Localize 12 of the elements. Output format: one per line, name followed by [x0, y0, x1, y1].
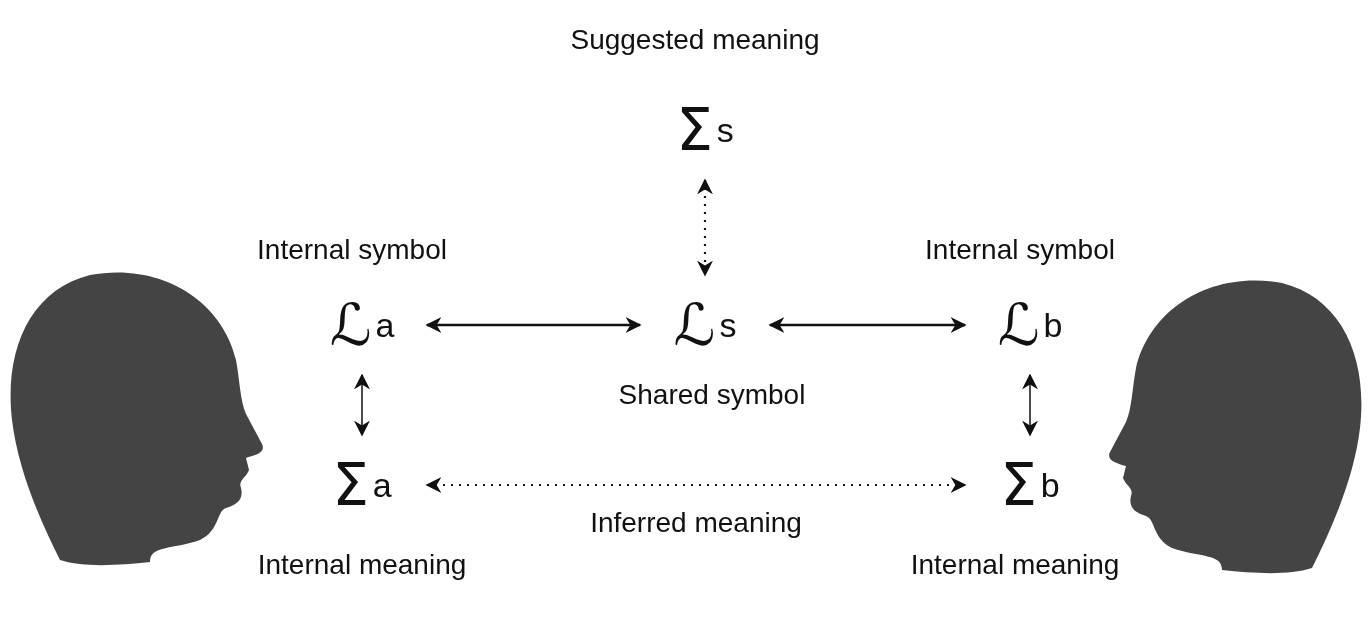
double-arrow	[425, 317, 642, 333]
double-arrow	[1022, 373, 1038, 437]
text-label: Internal meaning	[910, 549, 1120, 581]
text-label: Internal symbol	[925, 234, 1115, 266]
double-arrow	[425, 477, 967, 493]
double-arrow	[768, 317, 967, 333]
double-arrow	[697, 178, 713, 277]
node-caption: Shared symbol	[618, 379, 806, 411]
text-label: Internal meaning	[257, 549, 467, 581]
node-caption: Suggested meaning	[570, 24, 820, 56]
text-label: Internal symbol	[257, 234, 447, 266]
double-arrow	[354, 373, 370, 437]
